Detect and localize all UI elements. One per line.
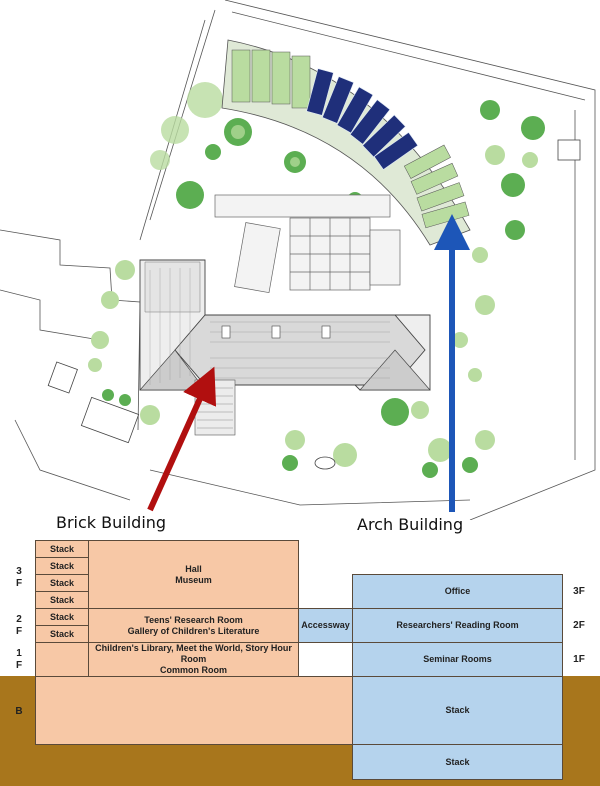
floor-label-3f: 3 F [10,566,28,590]
courtyard [214,194,401,294]
arch-stack-b1-cell: Stack [352,676,563,745]
brick-stack-cell: Stack [35,557,89,575]
floor-letter: F [15,660,23,671]
floor-label-right-2f: 2F [573,620,585,631]
brick-stack-cell: Stack [35,625,89,643]
floor-letter: F [15,626,23,637]
trees [88,82,545,478]
seminar-rooms-cell: Seminar Rooms [352,642,563,677]
office-cell: Office [352,574,563,609]
brick-building-roof [139,259,431,436]
gallery-label: Gallery of Children's Literature [127,625,260,636]
floor-label-basement: B [15,706,23,717]
floor-label-1f: 1 F [10,648,28,672]
floor-label-2f: 2 F [10,614,28,638]
floor-letter: F [15,578,23,589]
brick-stack-cell: Stack [35,608,89,626]
site-plan [0,0,596,520]
teens-research-label: Teens' Research Room [144,614,243,625]
brick-stack-cell: Stack [35,591,89,609]
childrens-library-cell: Children's Library, Meet the World, Stor… [88,642,299,677]
arch-stack-b2-cell: Stack [352,744,563,780]
outbuildings [47,139,581,470]
hall-label: Hall [185,563,202,574]
brick-basement-cell [35,676,353,745]
floor-label-right-1f: 1F [573,654,585,665]
hall-museum-cell: Hall Museum [88,540,299,609]
accessway-cell: Accessway [298,608,353,643]
teens-research-cell: Teens' Research Room Gallery of Children… [88,608,299,643]
red-arrow [147,366,217,512]
reading-room-cell: Researchers' Reading Room [352,608,563,643]
brick-stack-cell: Stack [35,540,89,558]
story-hour-room-label: Room [180,654,207,664]
brick-1f-left-cell [35,642,89,677]
childrens-library-label: Children's Library, Meet the World, Stor… [95,643,292,653]
floor-label-right-3f: 3F [573,586,585,597]
arch-building-roof [221,39,471,246]
museum-label: Museum [175,574,212,585]
floor-number: 2 [16,614,22,625]
brick-stack-cell: Stack [35,574,89,592]
brick-building-label: Brick Building [56,513,167,532]
common-room-label: Common Room [160,665,227,675]
arch-building-label: Arch Building [357,515,464,534]
floor-number: 3 [16,566,22,577]
floor-number: 1 [16,648,22,659]
